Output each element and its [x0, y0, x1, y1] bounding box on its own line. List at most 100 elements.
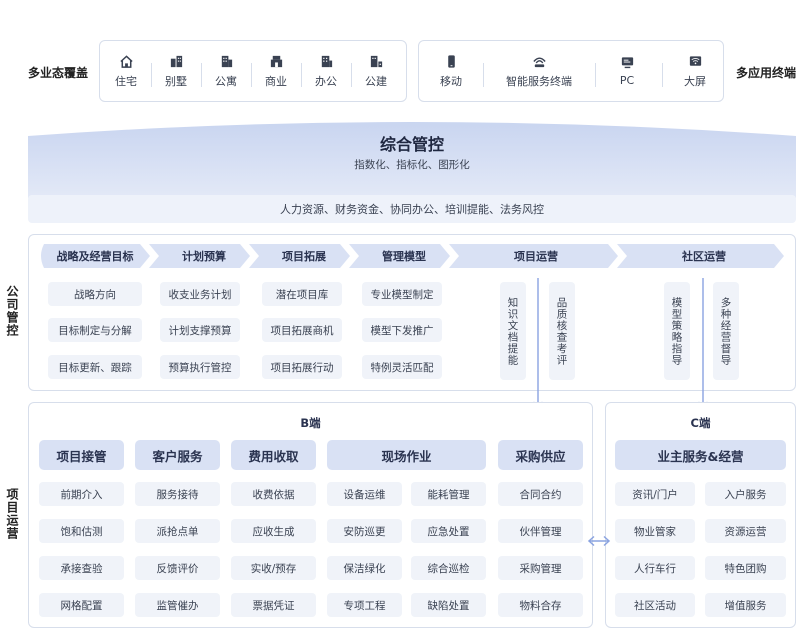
- control-title: 综合管控: [379, 135, 444, 154]
- b-item: 承接查验: [39, 556, 124, 580]
- b-item: 前期介入: [39, 482, 124, 506]
- b-item: 应收生成: [231, 519, 316, 543]
- c-item: 资讯/门户: [615, 482, 695, 506]
- property-type-public: 公建: [346, 41, 406, 101]
- b-item: 实收/预存: [231, 556, 316, 580]
- b-item: 专项工程: [327, 593, 402, 617]
- b-item: 设备运维: [327, 482, 402, 506]
- property-type-apartment: 公寓: [196, 41, 256, 101]
- apartment-icon: [221, 55, 232, 67]
- b-item: 反馈评价: [135, 556, 220, 580]
- c-item: 入户服务: [705, 482, 786, 506]
- vertical-item-model-guidance: 模型策略指导: [664, 282, 690, 380]
- divider: [662, 63, 663, 87]
- property-type-office: 办公: [296, 41, 356, 101]
- c-item: 社区活动: [615, 593, 695, 617]
- multi-terminal-label: 多应用终端: [736, 66, 797, 80]
- mobile-icon: [447, 54, 455, 68]
- b-item: 保洁绿化: [327, 556, 402, 580]
- divider: [251, 63, 252, 87]
- house-icon: [119, 54, 133, 68]
- b-item: 网格配置: [39, 593, 124, 617]
- b-item: 收费依据: [231, 482, 316, 506]
- b-item: 能耗管理: [411, 482, 486, 506]
- company-item: 专业模型制定: [362, 282, 442, 306]
- support-bar: 人力资源、财务资金、协同办公、培训提能、法务风控: [28, 195, 796, 223]
- down-arrow: [532, 278, 544, 412]
- b-item: 缺陷处置: [411, 593, 486, 617]
- divider: [483, 63, 484, 87]
- company-item: 项目拓展行动: [262, 355, 342, 379]
- c-item: 物业管家: [615, 519, 695, 543]
- company-item: 目标更新、跟踪: [48, 355, 142, 379]
- b-item: 伙伴管理: [498, 519, 583, 543]
- company-item: 项目拓展商机: [262, 318, 342, 342]
- b-item: 采购管理: [498, 556, 583, 580]
- c-end-title: C端: [690, 416, 711, 430]
- shop-icon: [270, 55, 282, 67]
- terminal-mobile: 移动: [421, 41, 481, 101]
- stage-project-ops: 项目运营: [514, 250, 558, 263]
- b-item: 服务接待: [135, 482, 220, 506]
- c-header-owner-service: 业主服务&经营: [615, 440, 786, 470]
- b-item: 合同合约: [498, 482, 583, 506]
- b-item: 应急处置: [411, 519, 486, 543]
- b-header-procurement: 采购供应: [498, 440, 583, 470]
- c-item: 特色团购: [705, 556, 786, 580]
- down-arrow: [697, 278, 709, 412]
- b-item: 票据凭证: [231, 593, 316, 617]
- company-control-label: 公司管控: [5, 285, 19, 337]
- control-subtitle: 指数化、指标化、图形化: [354, 159, 470, 171]
- office-icon: [321, 55, 332, 67]
- divider: [595, 63, 596, 87]
- divider: [301, 63, 302, 87]
- smart-terminal-icon: [532, 57, 546, 67]
- stage-strategy: 战略及经营目标: [56, 250, 134, 263]
- terminals-panel: 移动 智能服务终端 PC 大屏: [418, 40, 724, 102]
- company-item: 目标制定与分解: [48, 318, 142, 342]
- vertical-item-diversified: 多种经营督导: [713, 282, 739, 380]
- b-header-takeover: 项目接管: [39, 440, 124, 470]
- property-type-house: 住宅: [96, 41, 156, 101]
- vertical-item-knowledge: 知识文档提能: [500, 282, 526, 380]
- terminal-smart-service: 智能服务终端: [506, 41, 572, 101]
- company-item: 特例灵活匹配: [362, 355, 442, 379]
- pc-icon: [621, 57, 633, 69]
- c-end-panel: [605, 402, 796, 628]
- stage-model: 管理模型: [382, 250, 426, 263]
- stage-expansion: 项目拓展: [282, 250, 326, 263]
- c-item: 人行车行: [615, 556, 695, 580]
- property-types-panel: 住宅 别墅 公寓 商业 办公 公建: [99, 40, 407, 102]
- process-flow: [41, 244, 784, 268]
- b-end-panel: [28, 402, 593, 628]
- b-header-customer-service: 客户服务: [135, 440, 220, 470]
- divider: [151, 63, 152, 87]
- c-item: 增值服务: [705, 593, 786, 617]
- company-item: 潜在项目库: [262, 282, 342, 306]
- b-item: 安防巡更: [327, 519, 402, 543]
- company-item: 模型下发推广: [362, 318, 442, 342]
- project-ops-label: 项目运营: [5, 488, 19, 540]
- b-end-title: B端: [300, 416, 321, 430]
- stage-community-ops: 社区运营: [682, 250, 726, 263]
- stage-budget: 计划预算: [182, 250, 226, 263]
- property-type-shop: 商业: [246, 41, 306, 101]
- company-item: 战略方向: [48, 282, 142, 306]
- bidirectional-arrow: [587, 535, 611, 547]
- b-item: 综合巡检: [411, 556, 486, 580]
- b-header-fee-collection: 费用收取: [231, 440, 316, 470]
- multi-format-label: 多业态覆盖: [28, 66, 89, 80]
- divider: [201, 63, 202, 87]
- terminal-pc: PC: [597, 41, 657, 101]
- terminal-big-screen: 大屏: [665, 41, 725, 101]
- property-type-villa: 别墅: [146, 41, 206, 101]
- b-item: 饱和估测: [39, 519, 124, 543]
- divider: [351, 63, 352, 87]
- b-item: 派抢点单: [135, 519, 220, 543]
- company-item: 计划支撑预算: [160, 318, 240, 342]
- b-item: 监管催办: [135, 593, 220, 617]
- big-screen-icon: [689, 55, 701, 66]
- b-header-onsite-work: 现场作业: [327, 440, 486, 470]
- control-banner: [28, 122, 796, 198]
- public-building-icon: [370, 55, 382, 67]
